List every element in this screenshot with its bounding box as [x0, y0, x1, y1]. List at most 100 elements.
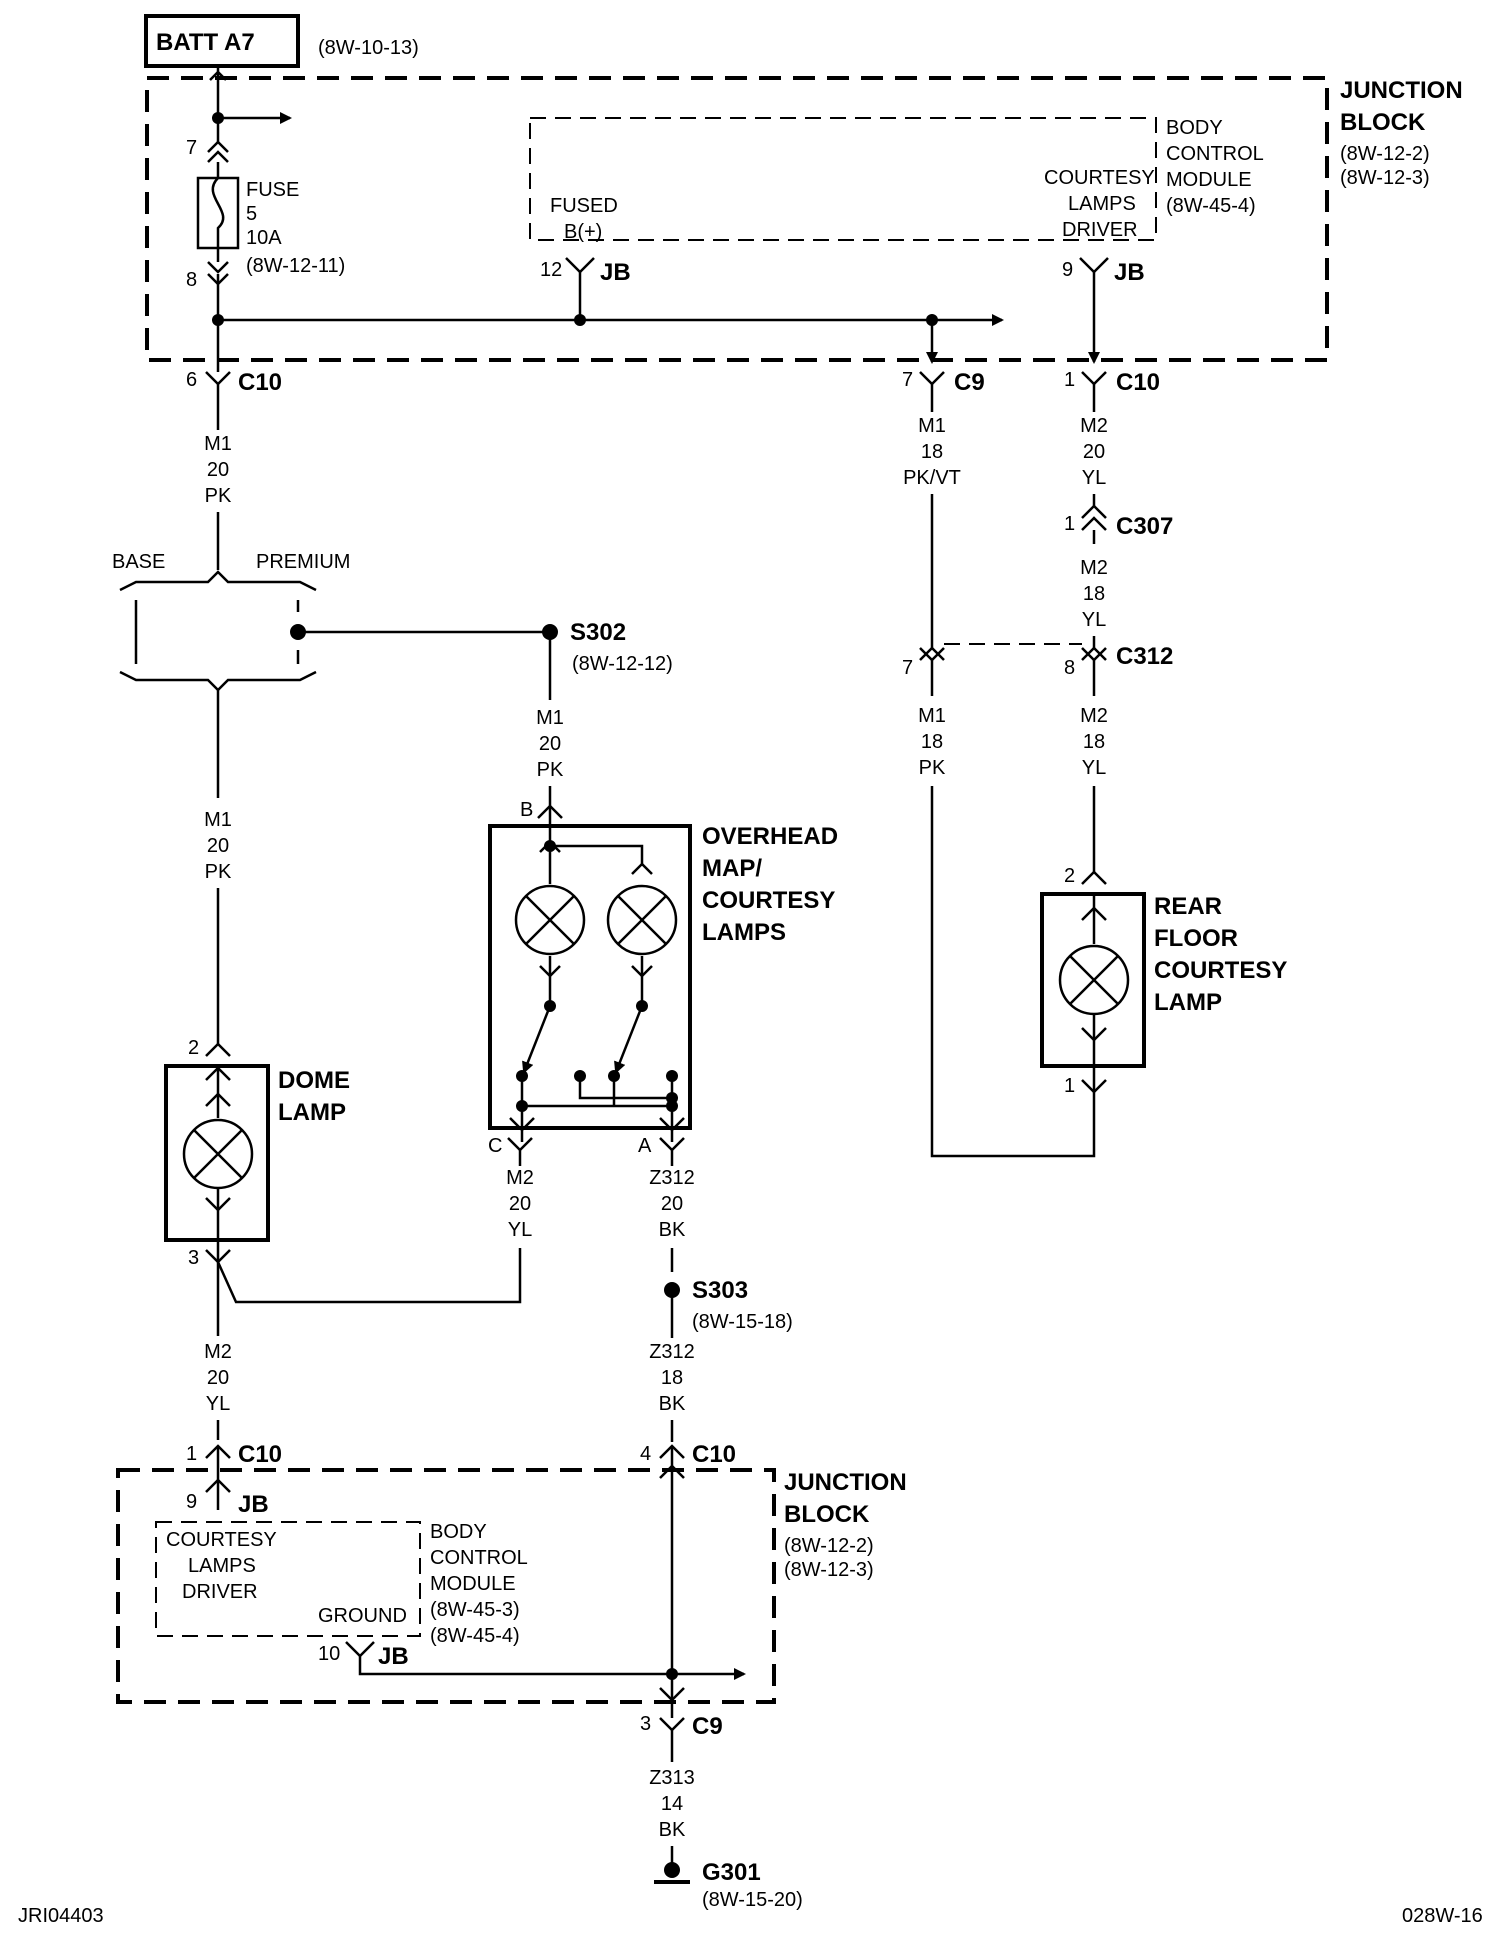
- overhead-line-1: OVERHEAD: [702, 823, 838, 850]
- c10-top-right-name: C10: [1116, 369, 1160, 396]
- c312-left-pin: 7: [902, 657, 913, 679]
- bottom-ground-conn: JB: [378, 1643, 409, 1670]
- c307-name: C307: [1116, 513, 1173, 540]
- w-m2-c10-2: 20: [1083, 441, 1105, 463]
- top-jb-title-2: BLOCK: [1340, 109, 1426, 136]
- driver-conn: JB: [1114, 259, 1145, 286]
- w-z313-1: Z313: [649, 1767, 695, 1789]
- overhead-line-2: MAP/: [702, 855, 762, 882]
- top-jb-ref-1: (8W-12-2): [1340, 143, 1430, 165]
- bottom-bcm-driver-1: COURTESY: [166, 1529, 277, 1551]
- w-m1-top-left-3: PK: [205, 485, 232, 507]
- fuse-ref: (8W-12-11): [246, 255, 345, 277]
- w-m2-overhead-2: 20: [509, 1193, 531, 1215]
- fuse-number: 5: [246, 203, 257, 225]
- fuse-rating: 10A: [246, 227, 282, 249]
- w-m1-c9-1: M1: [918, 415, 946, 437]
- w-z312-s303-3: BK: [659, 1393, 686, 1415]
- w-m1-c312-3: PK: [919, 757, 946, 779]
- overhead-bulb-left: [514, 884, 586, 956]
- top-junction-block-outline: [145, 76, 1329, 362]
- dome-pin-top: 2: [188, 1037, 199, 1059]
- top-bcm-driver-1: COURTESY: [1044, 167, 1155, 189]
- c9-top-name: C9: [954, 369, 985, 396]
- s303-name: S303: [692, 1277, 748, 1304]
- rear-line-1: REAR: [1154, 893, 1222, 920]
- top-bcm-name-3: MODULE: [1166, 169, 1252, 191]
- s302-ref: (8W-12-12): [572, 653, 673, 675]
- c312-name: C312: [1116, 643, 1173, 670]
- bottom-bcm-driver-2: LAMPS: [188, 1555, 256, 1577]
- w-m1-top-left-1: M1: [204, 433, 232, 455]
- top-bcm-driver-3: DRIVER: [1062, 219, 1138, 241]
- w-m2-c312-3: YL: [1082, 757, 1106, 779]
- footer-left: JRI04403: [18, 1905, 104, 1927]
- bottom-ground-pin: 10: [318, 1643, 340, 1665]
- bottom-jb-title-1: JUNCTION: [784, 1469, 907, 1496]
- w-m1-dome-3: PK: [205, 861, 232, 883]
- top-jb-title-1: JUNCTION: [1340, 77, 1463, 104]
- dome-line-1: DOME: [278, 1067, 350, 1094]
- w-m2-dome-3: YL: [206, 1393, 230, 1415]
- ground-ref: (8W-15-20): [702, 1889, 803, 1911]
- driver-pin: 9: [1062, 259, 1073, 281]
- overhead-bulb-right: [606, 884, 678, 956]
- bottom-bcm-ref-1: (8W-45-3): [430, 1599, 520, 1621]
- overhead-pin-a: A: [638, 1135, 652, 1157]
- overhead-pin-b: B: [520, 799, 533, 821]
- fuse-pin-in: 7: [186, 137, 197, 159]
- w-m1-dome-2: 20: [207, 835, 229, 857]
- ground-name: G301: [702, 1859, 761, 1886]
- s302-name: S302: [570, 619, 626, 646]
- c10-top-right-pin: 1: [1064, 369, 1075, 391]
- dome-line-2: LAMP: [278, 1099, 346, 1126]
- c9-bottom-name: C9: [692, 1713, 723, 1740]
- bottom-driver-conn: JB: [238, 1491, 269, 1518]
- bottom-bcm-ground: GROUND: [318, 1605, 407, 1627]
- c312-pin: 8: [1064, 657, 1075, 679]
- overhead-line-3: COURTESY: [702, 887, 835, 914]
- bottom-bcm-outline: [155, 1521, 421, 1637]
- rear-line-3: COURTESY: [1154, 957, 1287, 984]
- bottom-bcm-name-1: BODY: [430, 1521, 487, 1543]
- fuse-pin-out: 8: [186, 269, 197, 291]
- bottom-bcm-driver-3: DRIVER: [182, 1581, 258, 1603]
- top-bcm-fused-2: B(+): [564, 221, 602, 243]
- w-m1-s302-1: M1: [536, 707, 564, 729]
- c10-top-left-name: C10: [238, 369, 282, 396]
- fused-pin: 12: [540, 259, 562, 281]
- s303-ref: (8W-15-18): [692, 1311, 793, 1333]
- w-m2-overhead-3: YL: [508, 1219, 532, 1241]
- w-z312-overhead-3: BK: [659, 1219, 686, 1241]
- c10-bottom-right-pin: 4: [640, 1443, 651, 1465]
- top-bcm-name-1: BODY: [1166, 117, 1223, 139]
- bottom-bcm-name-2: CONTROL: [430, 1547, 528, 1569]
- w-m1-c312-2: 18: [921, 731, 943, 753]
- w-m2-overhead-1: M2: [506, 1167, 534, 1189]
- w-m1-top-left-2: 20: [207, 459, 229, 481]
- w-m1-s302-2: 20: [539, 733, 561, 755]
- c9-top-pin: 7: [902, 369, 913, 391]
- bottom-jb-ref-2: (8W-12-3): [784, 1559, 874, 1581]
- top-bcm-fused-1: FUSED: [550, 195, 618, 217]
- ground-symbol: [654, 1862, 690, 1884]
- batt-box: [144, 14, 300, 68]
- batt-label: BATT A7: [156, 29, 255, 56]
- w-z312-overhead-1: Z312: [649, 1167, 695, 1189]
- c10-bottom-right-name: C10: [692, 1441, 736, 1468]
- top-bcm-ref: (8W-45-4): [1166, 195, 1256, 217]
- w-m2-c312-1: M2: [1080, 705, 1108, 727]
- option-premium: PREMIUM: [256, 551, 350, 573]
- w-m2-c10-3: YL: [1082, 467, 1106, 489]
- c9-bottom-pin: 3: [640, 1713, 651, 1735]
- w-m2-c307-2: 18: [1083, 583, 1105, 605]
- c307-pin: 1: [1064, 513, 1075, 535]
- bottom-jb-title-2: BLOCK: [784, 1501, 870, 1528]
- c10-bottom-left-pin: 1: [186, 1443, 197, 1465]
- bottom-jb-ref-1: (8W-12-2): [784, 1535, 874, 1557]
- w-z313-3: BK: [659, 1819, 686, 1841]
- bottom-driver-pin: 9: [186, 1491, 197, 1513]
- rear-line-2: FLOOR: [1154, 925, 1238, 952]
- top-bcm-driver-2: LAMPS: [1068, 193, 1136, 215]
